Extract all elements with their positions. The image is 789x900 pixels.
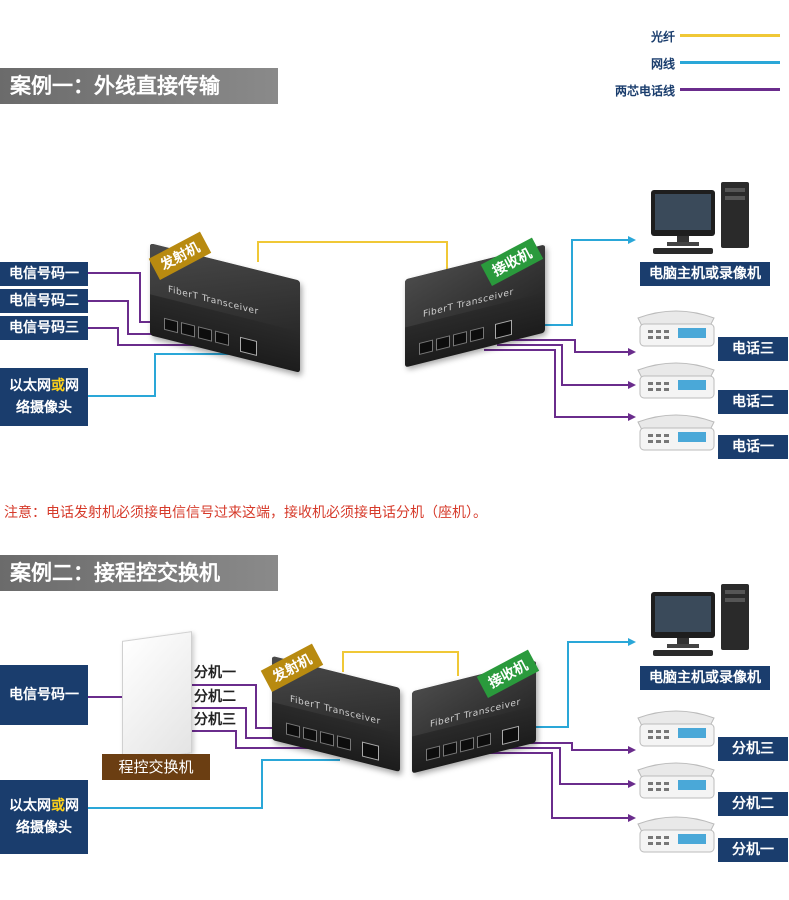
phone-port	[470, 326, 484, 343]
phone-port	[453, 330, 467, 347]
warning-note: 注意：电话发射机必须接电信信号过来这端，接收机必须接电话分机（座机）。	[4, 505, 487, 521]
legend-fiber-label: 光纤	[650, 30, 675, 44]
case1-phone-wire-3	[88, 327, 212, 346]
case2-fiber-line	[342, 651, 459, 676]
telephone-icon	[637, 710, 715, 747]
case1-ethernet-wire	[88, 353, 232, 397]
phone-port	[286, 722, 300, 739]
phone-port	[460, 737, 474, 753]
phone-port	[198, 326, 212, 342]
ethernet-port	[502, 725, 519, 746]
case1-fiber-line	[257, 241, 448, 270]
legend-phone-wire-line	[680, 88, 780, 91]
computer-icon	[651, 182, 749, 254]
case1-ethernet-or: 或	[51, 378, 65, 394]
case2-output-phone-3	[508, 742, 628, 751]
computer-icon	[651, 584, 749, 656]
phone-port	[164, 317, 178, 334]
legend-phone-wire-label: 两芯电话线	[614, 84, 675, 98]
phone-port	[477, 732, 491, 749]
case1-output-network	[538, 239, 628, 326]
case2-computer-label: 电脑主机或录像机	[640, 666, 770, 690]
case1-output-phone-2	[497, 344, 628, 386]
case1-title: 案例一：外线直接传输	[0, 68, 278, 104]
case2-ethernet-wire	[88, 759, 340, 809]
case1-input-1: 电信号码一	[0, 262, 88, 286]
telephone-icon	[637, 762, 715, 799]
case1-ethernet-line2: 络摄像头	[16, 400, 72, 416]
legend-fiber-line	[680, 34, 780, 37]
case1-ethernet-text-a: 以太网	[9, 378, 51, 394]
phone-port	[181, 322, 195, 338]
ethernet-port	[240, 336, 257, 356]
case2-title: 案例二：接程控交换机	[0, 555, 278, 591]
phone-port	[303, 726, 317, 743]
phone-port	[436, 335, 450, 351]
telephone-icon	[637, 362, 715, 399]
case1-ethernet-text-b: 网	[65, 378, 79, 394]
case2-ethernet-text-a: 以太网	[9, 798, 51, 814]
case1-output-3: 电话一	[718, 435, 788, 459]
case2-ethernet-or: 或	[51, 798, 65, 814]
pbx-exchange-device	[122, 631, 192, 763]
telephone-icon	[637, 414, 715, 451]
telephone-icon	[637, 310, 715, 347]
case1-ethernet-input: 以太网或网 络摄像头	[0, 368, 88, 426]
case2-ext-wire-3	[190, 730, 320, 749]
case2-ethernet-input: 以太网或网 络摄像头	[0, 780, 88, 854]
phone-port	[215, 330, 229, 346]
case2-output-3: 分机一	[718, 838, 788, 862]
telephone-icon	[637, 816, 715, 853]
case2-extension-2: 分机二	[194, 689, 236, 705]
ethernet-port	[495, 319, 512, 340]
case2-input-1: 电信号码一	[0, 665, 88, 725]
ethernet-port	[362, 741, 379, 761]
case2-output-1: 分机三	[718, 737, 788, 761]
case2-output-phone-1	[482, 752, 628, 819]
legend-network-label: 网线	[650, 57, 675, 71]
case1-ethernet-line1: 以太网或网	[9, 375, 79, 397]
case1-output-phone-1	[484, 349, 628, 418]
case2-output-2: 分机二	[718, 792, 788, 816]
case1-output-2: 电话二	[718, 390, 788, 414]
case2-extension-1: 分机一	[194, 665, 236, 681]
phone-port	[426, 745, 440, 761]
case2-ethernet-line1: 以太网或网	[9, 795, 79, 817]
case1-input-2: 电信号码二	[0, 289, 88, 313]
case1-output-1: 电话三	[718, 337, 788, 361]
case1-output-phone-3	[510, 339, 628, 353]
case1-input-3: 电信号码三	[0, 316, 88, 340]
case2-output-network	[530, 641, 628, 728]
case2-ethernet-line2: 络摄像头	[16, 820, 72, 836]
case2-ethernet-text-b: 网	[65, 798, 79, 814]
case2-output-phone-2	[495, 747, 628, 785]
phone-port	[320, 731, 334, 747]
phone-port	[443, 741, 457, 757]
case1-computer-label: 电脑主机或录像机	[640, 262, 770, 286]
pbx-exchange-label: 程控交换机	[102, 754, 210, 780]
phone-port	[419, 339, 433, 355]
legend-network-line	[680, 61, 780, 64]
phone-port	[337, 735, 351, 751]
case2-extension-3: 分机三	[194, 712, 236, 728]
